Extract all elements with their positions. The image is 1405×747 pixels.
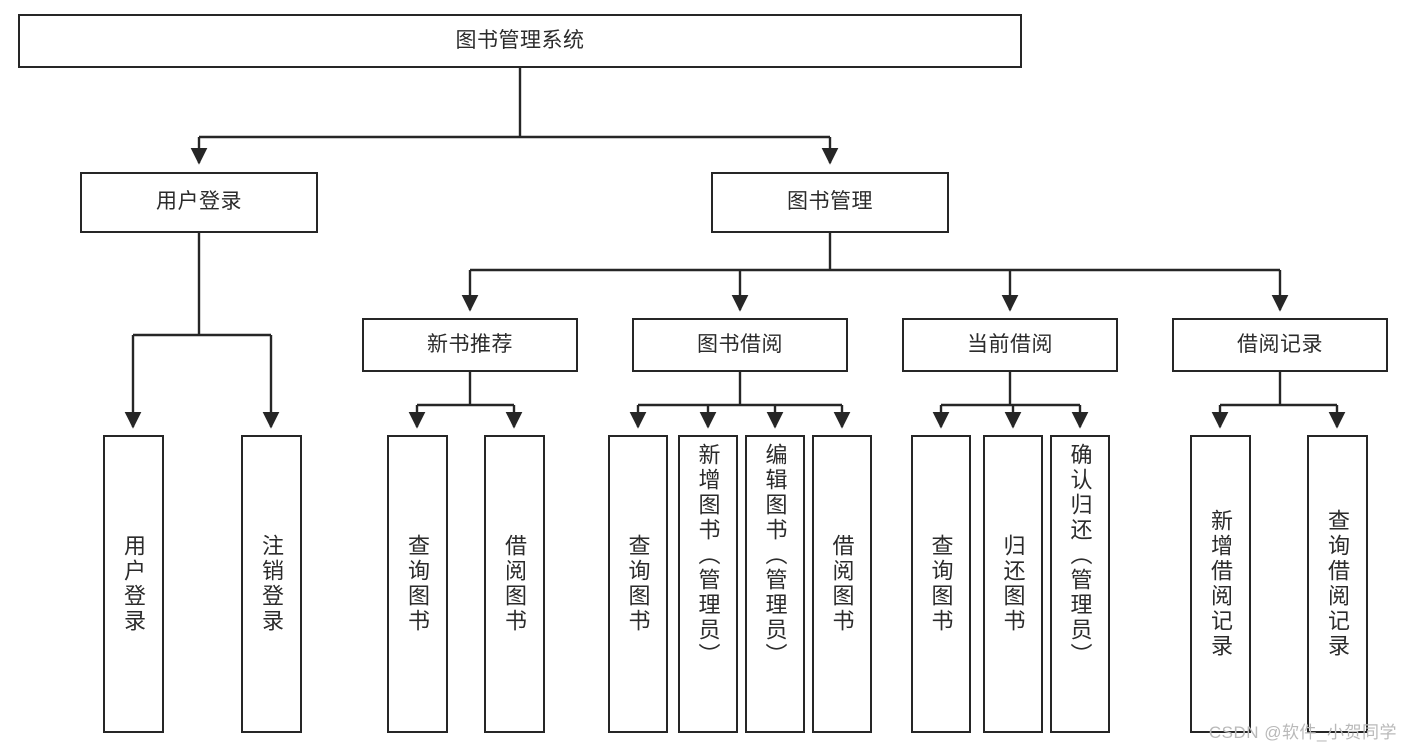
leaf-add-book-admin[interactable]: 新增图书（管理员） (678, 435, 738, 733)
leaf-borrow-book-label: 借阅图书 (829, 534, 855, 634)
leaf-logout-login-label: 注销登录 (259, 534, 285, 634)
leaf-query-book-recommend[interactable]: 查询图书 (387, 435, 448, 733)
leaf-add-borrow-record-label: 新增借阅记录 (1208, 509, 1234, 659)
node-borrow-record-label: 借阅记录 (1237, 332, 1323, 356)
leaf-add-book-admin-label: 新增图书（管理员） (695, 443, 721, 668)
leaf-return-book[interactable]: 归还图书 (983, 435, 1043, 733)
leaf-edit-book-admin-label: 编辑图书（管理员） (762, 443, 788, 668)
node-current-borrow[interactable]: 当前借阅 (902, 318, 1118, 372)
leaf-query-book-recommend-label: 查询图书 (405, 534, 431, 634)
leaf-query-borrow-record-label: 查询借阅记录 (1325, 509, 1351, 659)
node-current-borrow-label: 当前借阅 (967, 332, 1053, 356)
leaf-query-book-borrow[interactable]: 查询图书 (608, 435, 668, 733)
leaf-query-borrow-record[interactable]: 查询借阅记录 (1307, 435, 1368, 733)
node-user-login[interactable]: 用户登录 (80, 172, 318, 233)
node-root-label: 图书管理系统 (455, 28, 585, 52)
node-book-manage[interactable]: 图书管理 (711, 172, 949, 233)
leaf-edit-book-admin[interactable]: 编辑图书（管理员） (745, 435, 805, 733)
leaf-user-login-label: 用户登录 (121, 534, 147, 634)
leaf-borrow-book-recommend[interactable]: 借阅图书 (484, 435, 545, 733)
node-book-borrow-label: 图书借阅 (697, 332, 783, 356)
leaf-query-book-borrow-label: 查询图书 (625, 534, 651, 634)
leaf-user-login[interactable]: 用户登录 (103, 435, 164, 733)
leaf-borrow-book-recommend-label: 借阅图书 (502, 534, 528, 634)
node-new-book-recommend[interactable]: 新书推荐 (362, 318, 578, 372)
node-book-borrow[interactable]: 图书借阅 (632, 318, 848, 372)
leaf-logout-login[interactable]: 注销登录 (241, 435, 302, 733)
leaf-confirm-return-admin-label: 确认归还（管理员） (1067, 443, 1093, 668)
node-book-manage-label: 图书管理 (787, 190, 873, 214)
leaf-query-book-current-label: 查询图书 (928, 534, 954, 634)
leaf-return-book-label: 归还图书 (1000, 534, 1026, 634)
node-new-book-recommend-label: 新书推荐 (427, 332, 513, 356)
leaf-query-book-current[interactable]: 查询图书 (911, 435, 971, 733)
node-root[interactable]: 图书管理系统 (18, 14, 1022, 68)
leaf-borrow-book[interactable]: 借阅图书 (812, 435, 872, 733)
leaf-add-borrow-record[interactable]: 新增借阅记录 (1190, 435, 1251, 733)
node-user-login-label: 用户登录 (156, 190, 242, 214)
leaf-confirm-return-admin[interactable]: 确认归还（管理员） (1050, 435, 1110, 733)
node-borrow-record[interactable]: 借阅记录 (1172, 318, 1388, 372)
watermark: CSDN @软件_小贺同学 (1208, 723, 1397, 742)
